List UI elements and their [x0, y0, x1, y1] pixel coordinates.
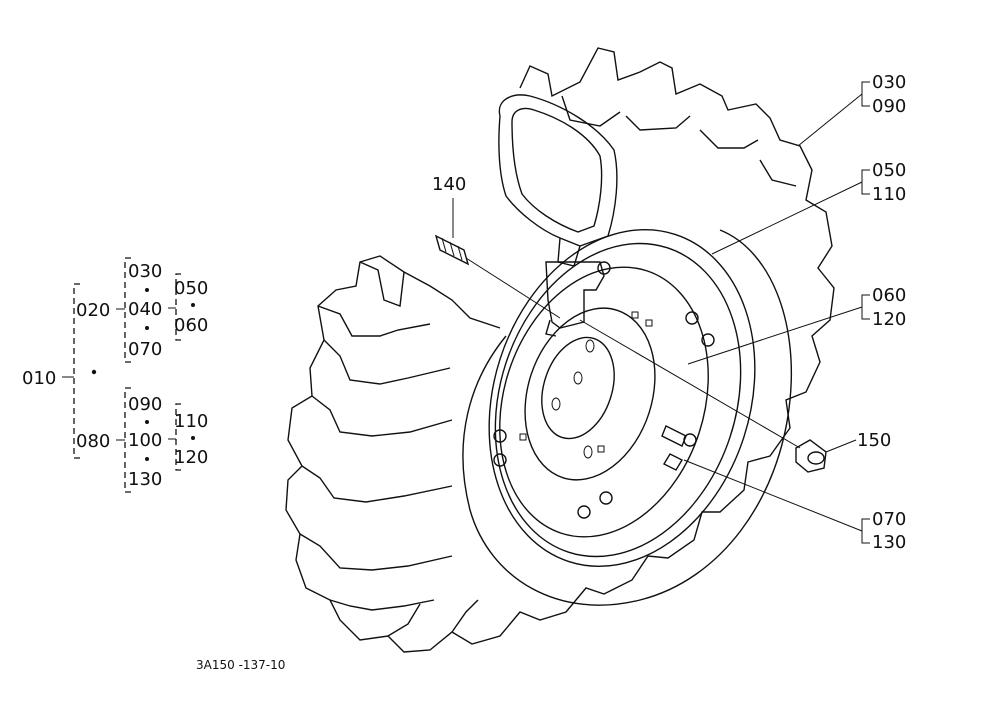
rim-bolt-5 — [577, 505, 591, 519]
tree-bracket-a-sub — [175, 273, 181, 341]
tread-lug-6 — [299, 533, 453, 571]
callout-nut: 150 — [857, 430, 891, 451]
tread-lug-3 — [323, 339, 451, 385]
leader-rim — [711, 169, 870, 255]
tree-dot-a2 — [145, 326, 149, 330]
stud-threads — [441, 237, 463, 261]
disc-slot-3 — [519, 433, 527, 441]
section-inner — [511, 107, 603, 233]
rim-flange — [494, 242, 742, 558]
stud-body — [434, 234, 470, 266]
leader-tire — [797, 81, 870, 147]
callout-disc-a: 060 — [872, 285, 906, 306]
tree-label-b-sub1: 110 — [174, 411, 208, 432]
hub-hole-3 — [551, 397, 561, 411]
tree-label-b3: 130 — [128, 469, 162, 490]
tree-label-a2: 040 — [128, 299, 162, 320]
hub-hole-1 — [585, 339, 595, 353]
tree-dot-a-sub — [191, 303, 195, 307]
tire-outer-tread — [285, 47, 835, 653]
tree-dot-b1 — [145, 420, 149, 424]
callout-tire-b: 090 — [872, 96, 906, 117]
tread-lug-1 — [359, 261, 405, 307]
callout-disc-b: 120 — [872, 309, 906, 330]
tread-lug-7 — [329, 599, 435, 611]
rim-bolt-3 — [493, 429, 507, 443]
leader-disc — [687, 294, 870, 365]
tree-bracket-group-b — [124, 387, 131, 493]
tree-dot-b-sub — [191, 436, 195, 440]
tree-bracket-b-sub — [175, 403, 181, 471]
tread-lug-4 — [311, 395, 453, 437]
tree-dot-a1 — [145, 288, 149, 292]
tree-label-a-sub1: 050 — [174, 278, 208, 299]
nut-body — [795, 439, 827, 473]
parts-hierarchy-tree: 010 020 030 040 070 050 060 080 090 100 … — [22, 257, 208, 493]
rim-bolt-2 — [701, 333, 715, 347]
tree-label-root: 010 — [22, 368, 56, 389]
nut-bore — [807, 451, 825, 465]
rim-bolt-1 — [685, 311, 699, 325]
disc-slot-1 — [631, 311, 639, 319]
rim-bolt-head-8 — [663, 453, 683, 471]
tree-label-group-a: 020 — [76, 300, 110, 321]
tread-lug-9 — [451, 599, 479, 633]
callout-stud: 140 — [432, 174, 466, 195]
drawing-code: 3A150 -137-10 — [196, 658, 285, 672]
hub-hole-4 — [583, 445, 593, 459]
leader-nut — [825, 439, 857, 453]
tread-top-blocks — [561, 95, 797, 187]
tree-bracket-root — [73, 283, 80, 459]
rim-bolt-4 — [493, 453, 507, 467]
tree-label-b2: 100 — [128, 430, 162, 451]
section-bead — [557, 237, 581, 267]
callout-rim-b: 110 — [872, 184, 906, 205]
rim-bolt-head-7 — [661, 425, 687, 447]
tree-dot-root — [91, 369, 97, 375]
tree-label-group-b: 080 — [76, 431, 110, 452]
stud-part: 140 — [432, 174, 561, 319]
tread-lug-5 — [301, 465, 453, 503]
tire-inner-sidewall — [462, 229, 793, 606]
tree-label-a1: 030 — [128, 261, 162, 282]
tread-lug-2 — [317, 305, 431, 337]
tree-dot-b2 — [145, 457, 149, 461]
disc-center-bore — [541, 336, 615, 440]
callout-tire-a: 030 — [872, 72, 906, 93]
bracket-tab — [545, 319, 557, 337]
callout-rim-a: 050 — [872, 160, 906, 181]
tree-bracket-group-a — [124, 257, 131, 363]
disc-slot-4 — [597, 445, 605, 453]
stud-axis-line — [465, 257, 561, 319]
tire-drawing — [285, 47, 835, 653]
section-outer — [498, 94, 618, 247]
tread-lug-8 — [387, 603, 421, 637]
tree-label-a3: 070 — [128, 339, 162, 360]
leader-bolt — [683, 459, 870, 544]
tire-cross-section — [498, 94, 618, 267]
nut-part: 150 — [579, 319, 891, 473]
nut-axis-line — [579, 319, 801, 449]
callout-bolt-b: 130 — [872, 532, 906, 553]
rim-outer-edge — [488, 229, 756, 567]
disc-outer — [499, 266, 709, 538]
disc-hub-ring — [524, 307, 656, 481]
callout-bolt-a: 070 — [872, 509, 906, 530]
right-callouts: 030 090 050 110 060 120 070 130 — [683, 72, 906, 553]
tree-label-b-sub2: 120 — [174, 447, 208, 468]
rim-bolt-6 — [599, 491, 613, 505]
hub-hole-2 — [573, 371, 583, 385]
disc-slot-2 — [645, 319, 653, 327]
tree-label-b1: 090 — [128, 394, 162, 415]
tree-label-a-sub2: 060 — [174, 315, 208, 336]
valve-bracket — [545, 261, 605, 329]
rim-and-disc — [488, 229, 756, 567]
bracket-bolt — [597, 261, 611, 275]
